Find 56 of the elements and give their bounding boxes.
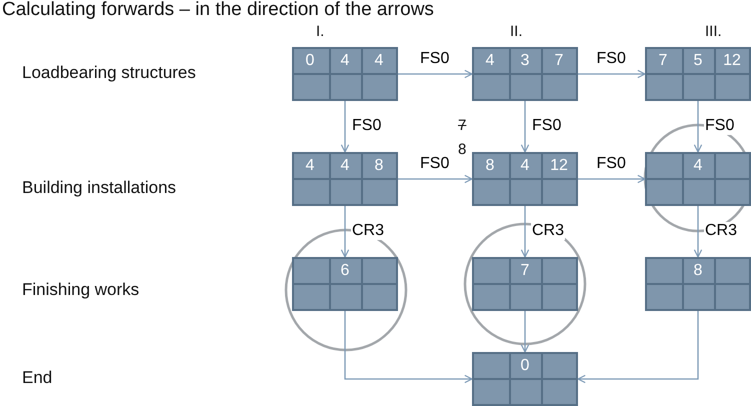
activity-box (645, 47, 751, 101)
arrow (694, 206, 702, 258)
cell-value: 7 (520, 261, 530, 281)
arrow (398, 70, 473, 78)
activity-box (292, 152, 398, 206)
arrow (520, 206, 530, 258)
row-label: End (22, 368, 52, 388)
arrow (340, 206, 350, 258)
activity-box (472, 47, 578, 101)
row-label: Loadbearing structures (22, 63, 196, 83)
edge-label: CR3 (531, 222, 566, 240)
cell-value: 8 (484, 156, 496, 176)
cell-value: 12 (549, 156, 569, 176)
edge-label: FS0 (704, 116, 736, 134)
cell-value: 4 (692, 156, 704, 176)
cell-value: 8 (374, 156, 384, 176)
edge-label: CR3 (351, 222, 386, 240)
arrow (578, 70, 646, 78)
cell-value: 0 (520, 356, 530, 376)
activity-box (472, 257, 578, 311)
cell-value: 7 (658, 51, 668, 71)
arrow (520, 311, 530, 353)
activity-box (645, 257, 751, 311)
cell-value: 4 (340, 156, 350, 176)
activity-box (292, 257, 398, 311)
cell-value: 7 (554, 51, 564, 71)
arrow (398, 174, 473, 184)
arrow (694, 101, 702, 153)
column-header: I. (316, 22, 324, 42)
cell-value: 8 (692, 261, 704, 281)
cell-value: 12 (722, 51, 742, 71)
column-header: II. (510, 22, 523, 42)
activity-box (292, 47, 398, 101)
activity-box (472, 152, 578, 206)
activity-box (645, 152, 751, 206)
corrected-value: 8 (458, 140, 466, 160)
cell-value: 6 (340, 261, 350, 281)
struck-value: 7 (458, 116, 466, 136)
cell-value: 0 (304, 51, 316, 71)
cell-value: 4 (374, 51, 384, 71)
cell-value: 4 (304, 156, 316, 176)
arrow (340, 101, 350, 153)
cell-value: 4 (484, 51, 496, 71)
arrow (520, 101, 530, 153)
cell-value: 4 (340, 51, 350, 71)
arrow (344, 311, 473, 384)
row-label: Building installations (22, 178, 176, 198)
cell-value: 5 (692, 51, 704, 71)
cell-value: 4 (520, 156, 530, 176)
row-label: Finishing works (22, 280, 140, 300)
title: Calculating forwards – in the direction of the arrows (2, 0, 434, 20)
cell-value: 3 (520, 51, 530, 71)
arrow (577, 311, 699, 384)
arrow (578, 174, 646, 184)
activity-box (472, 352, 578, 406)
column-header: III. (705, 22, 722, 42)
